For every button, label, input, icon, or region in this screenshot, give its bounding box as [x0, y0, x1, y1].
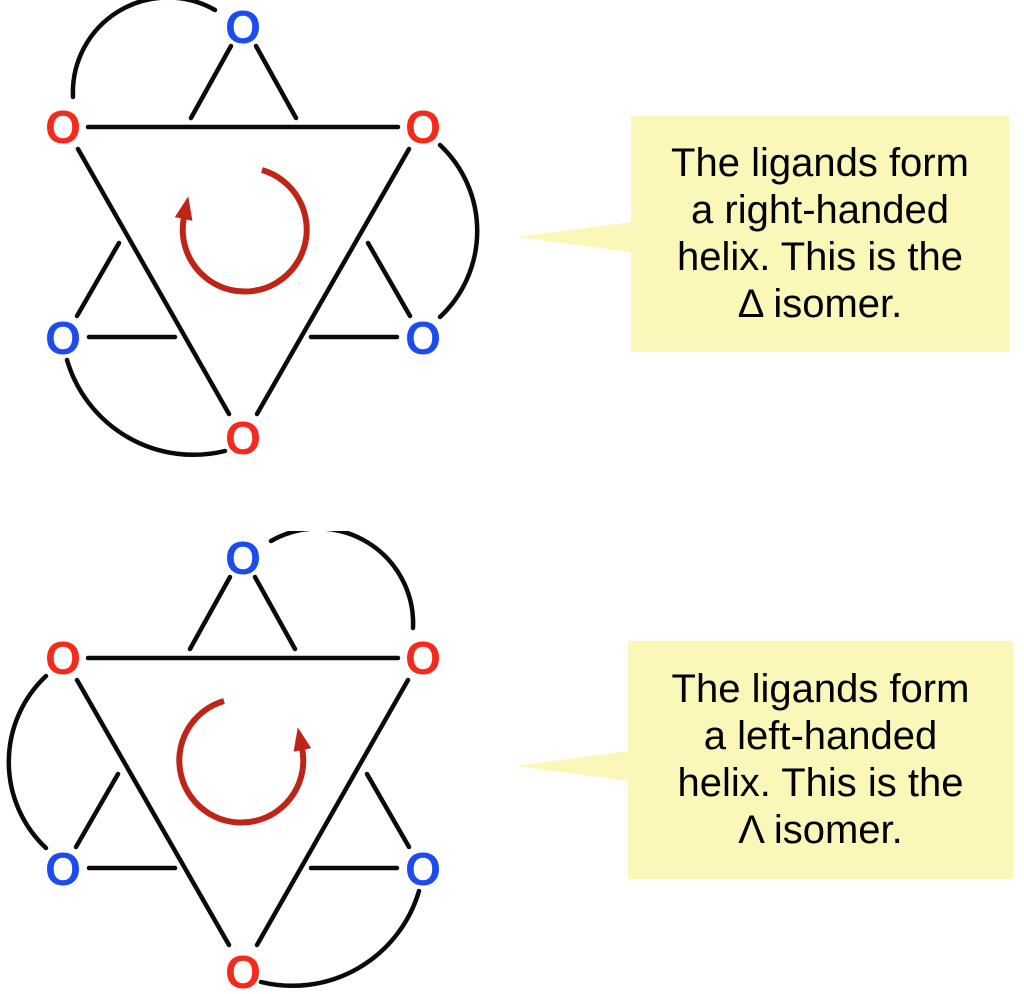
callout-tail-icon [516, 751, 628, 781]
callout-text-line: The ligands form [671, 667, 970, 711]
oxygen-atom-label: O [225, 412, 261, 464]
callout-text-line: a right-handed [691, 188, 949, 232]
oxygen-atom-label: O [405, 632, 441, 684]
callout-text-line: a left-handed [703, 714, 938, 758]
oxygen-atom-label: O [405, 312, 441, 364]
oxygen-atom-label: O [225, 1, 261, 53]
oxygen-atom-label: O [45, 632, 81, 684]
oxygen-atom-label: O [45, 843, 81, 895]
oxygen-atom-label: O [45, 101, 81, 153]
oxygen-atom-label: O [405, 843, 441, 895]
callout-text-line: helix. This is the [677, 761, 964, 805]
callout-text-line: Λ isomer. [738, 808, 903, 852]
delta-isomer-diagram: O O O O O O [45, 0, 512, 464]
lambda-callout: The ligands form a left-handed helix. Th… [516, 641, 1013, 879]
callout-text-line: helix. This is the [676, 235, 964, 279]
lambda-skeleton [9, 531, 419, 986]
oxygen-atom-label: O [225, 946, 261, 994]
callout-text-line: Δ isomer. [737, 282, 903, 326]
clockwise-rotation-arrow-icon [174, 167, 310, 295]
counterclockwise-rotation-arrow-icon [176, 698, 312, 826]
oxygen-atom-label: O [45, 312, 81, 364]
lambda-isomer-diagram: O O O O O O [0, 531, 441, 994]
delta-callout: The ligands form a right-handed helix. T… [517, 116, 1009, 352]
oxygen-atom-label: O [405, 101, 441, 153]
oxygen-atom-label: O [225, 532, 261, 584]
callout-text-line: The ligands form [671, 141, 969, 185]
delta-skeleton [67, 0, 477, 455]
callout-tail-icon [517, 222, 631, 252]
